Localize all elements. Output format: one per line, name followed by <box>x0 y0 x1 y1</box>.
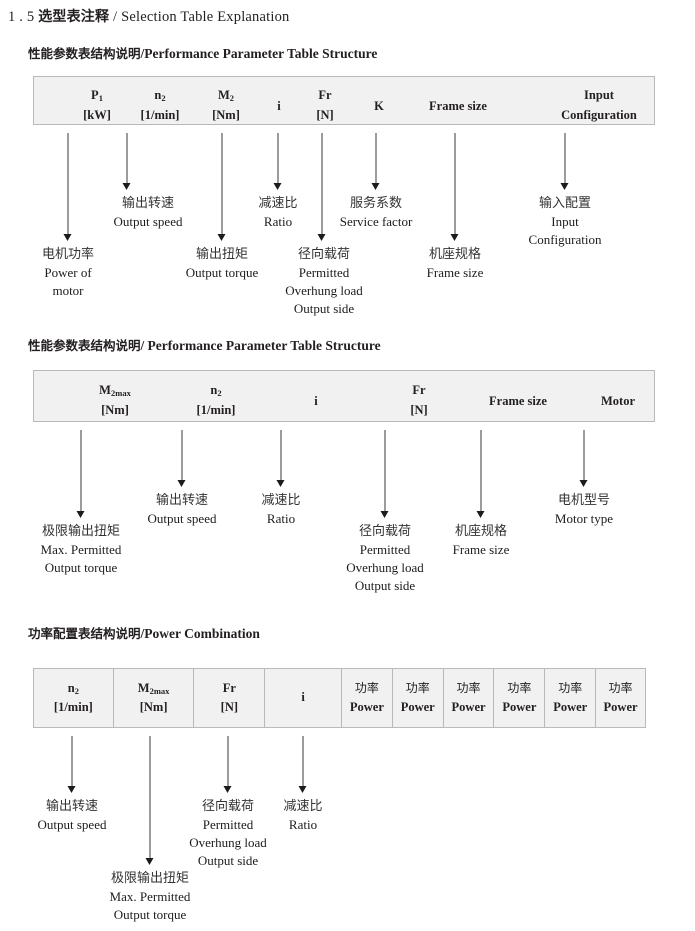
table-2-col-fr: Fr [N] <box>410 383 428 417</box>
section-2-heading-sep: / <box>140 338 145 353</box>
table-2-col-frame-size: Frame size <box>489 394 547 408</box>
note-overhung-load: 径向载荷 Permitted Overhung load Output side <box>285 247 363 316</box>
table-1-col-input-configuration: Input Configuration <box>561 88 637 122</box>
arrow-to-output-torque <box>217 133 227 241</box>
arrow-to-output-speed-2 <box>177 430 187 487</box>
note-overhung-load-2: 径向载荷 Permitted Overhung load Output side <box>346 524 424 593</box>
note-max-permitted-output-torque: 极限输出扭矩 Max. Permitted Output torque <box>40 524 122 575</box>
note-frame-size: 机座规格 Frame size <box>426 247 484 280</box>
arrow-to-power-of-motor <box>63 133 73 241</box>
table-2-col-motor: Motor <box>600 394 636 408</box>
table-3-col-power-4: 功率 Power <box>493 669 544 727</box>
section-2-heading-en: Performance Parameter Table Structure <box>147 338 381 353</box>
page-title: 1 . 5 选型表注释 / Selection Table Explanatio… <box>8 6 290 26</box>
note-output-speed: 输出转速 Output speed <box>113 196 183 229</box>
section-1-heading-sep: / <box>140 46 145 61</box>
section-3-heading: 功率配置表结构说明/Power Combination <box>28 623 260 642</box>
table-3-col-power-3: 功率 Power <box>442 669 494 727</box>
section-1-heading-cn: 性能参数表结构说明 <box>28 46 141 61</box>
note-motor-type: 电机型号 Motor type <box>554 493 614 526</box>
section-2-heading-cn: 性能参数表结构说明 <box>28 338 141 353</box>
table-3-col-i: i <box>264 669 341 727</box>
arrow-to-input-configuration <box>560 133 570 190</box>
arrow-to-overhung-load-2 <box>380 430 390 518</box>
page-title-en: Selection Table Explanation <box>121 9 290 25</box>
table-2-col-m2max: M2max [Nm] <box>99 383 131 418</box>
note-output-torque: 输出扭矩 Output torque <box>185 247 259 280</box>
table-2-col-n2: n2 [1/min] <box>196 383 236 418</box>
arrow-to-motor-type <box>579 430 589 487</box>
table-1-col-i: i <box>277 99 281 113</box>
table-3-col-power-1: 功率 Power <box>340 669 392 727</box>
performance-parameter-table-1: P1 [kW] n2 [1/min] M2 [Nm] i Fr [N] K Fr… <box>33 76 655 125</box>
arrow-to-ratio <box>273 133 283 190</box>
arrow-to-output-speed <box>122 133 132 190</box>
section-1-heading: 性能参数表结构说明/Performance Parameter Table St… <box>28 43 377 62</box>
note-input-configuration: 输入配置 Input Configuration <box>528 196 602 247</box>
table-3-col-power-5: 功率 Power <box>544 669 595 727</box>
section-1-heading-en: Performance Parameter Table Structure <box>144 46 378 61</box>
section-3-heading-cn: 功率配置表结构说明 <box>28 626 141 641</box>
arrow-to-service-factor <box>371 133 381 190</box>
note-output-speed-3: 输出转速 Output speed <box>37 799 107 832</box>
note-ratio-2: 减速比 Ratio <box>261 493 301 526</box>
table-3-col-m2max: M2max [Nm] <box>112 669 194 727</box>
section-3-heading-en: Power Combination <box>144 626 260 641</box>
power-combination-table: n2 [1/min] M2max [Nm] Fr [N] i 功率 Power … <box>33 668 646 728</box>
arrow-to-max-permitted-output-torque-3 <box>145 736 155 865</box>
arrow-to-ratio-2 <box>276 430 286 487</box>
table-1-col-m2: M2 [Nm] <box>212 88 240 123</box>
arrow-to-frame-size-2 <box>476 430 486 518</box>
table-1-col-fr: Fr [N] <box>316 88 334 122</box>
note-overhung-load-3: 径向载荷 Permitted Overhung load Output side <box>189 799 267 868</box>
table-1-col-p1: P1 [kW] <box>83 88 111 123</box>
arrow-to-ratio-3 <box>298 736 308 793</box>
note-frame-size-2: 机座规格 Frame size <box>452 524 510 557</box>
table-3-col-fr: Fr [N] <box>193 669 264 727</box>
table-3-col-power-6: 功率 Power <box>595 669 645 727</box>
table-1-col-k: K <box>374 99 384 113</box>
arrow-to-frame-size <box>450 133 460 241</box>
page-title-cn: 选型表注释 <box>38 9 110 25</box>
page-title-number: 1 . 5 <box>8 9 35 25</box>
section-2-heading: 性能参数表结构说明/ Performance Parameter Table S… <box>28 335 381 354</box>
note-output-speed-2: 输出转速 Output speed <box>147 493 217 526</box>
section-3-heading-sep: / <box>140 626 145 641</box>
table-2-col-i: i <box>314 394 318 408</box>
note-max-permitted-output-torque-3: 极限输出扭矩 Max. Permitted Output torque <box>109 871 191 922</box>
arrow-to-overhung-load-3 <box>223 736 233 793</box>
table-1-col-frame-size: Frame size <box>429 99 487 113</box>
arrow-to-output-speed-3 <box>67 736 77 793</box>
table-3-col-power-2: 功率 Power <box>391 669 443 727</box>
arrow-to-overhung-load <box>317 133 327 241</box>
arrow-to-max-permitted-output-torque <box>76 430 86 518</box>
table-3-col-n2: n2 [1/min] <box>53 680 93 714</box>
note-power-of-motor: 电机功率 Power of motor <box>41 247 95 298</box>
page-title-separator: / <box>113 9 118 25</box>
table-1-col-n2: n2 [1/min] <box>140 88 180 123</box>
note-ratio-3: 减速比 Ratio <box>283 799 323 832</box>
note-service-factor: 服务系数 Service factor <box>339 196 413 229</box>
performance-parameter-table-2: M2max [Nm] n2 [1/min] i Fr [N] Frame siz… <box>33 370 655 422</box>
note-ratio: 减速比 Ratio <box>258 196 298 229</box>
